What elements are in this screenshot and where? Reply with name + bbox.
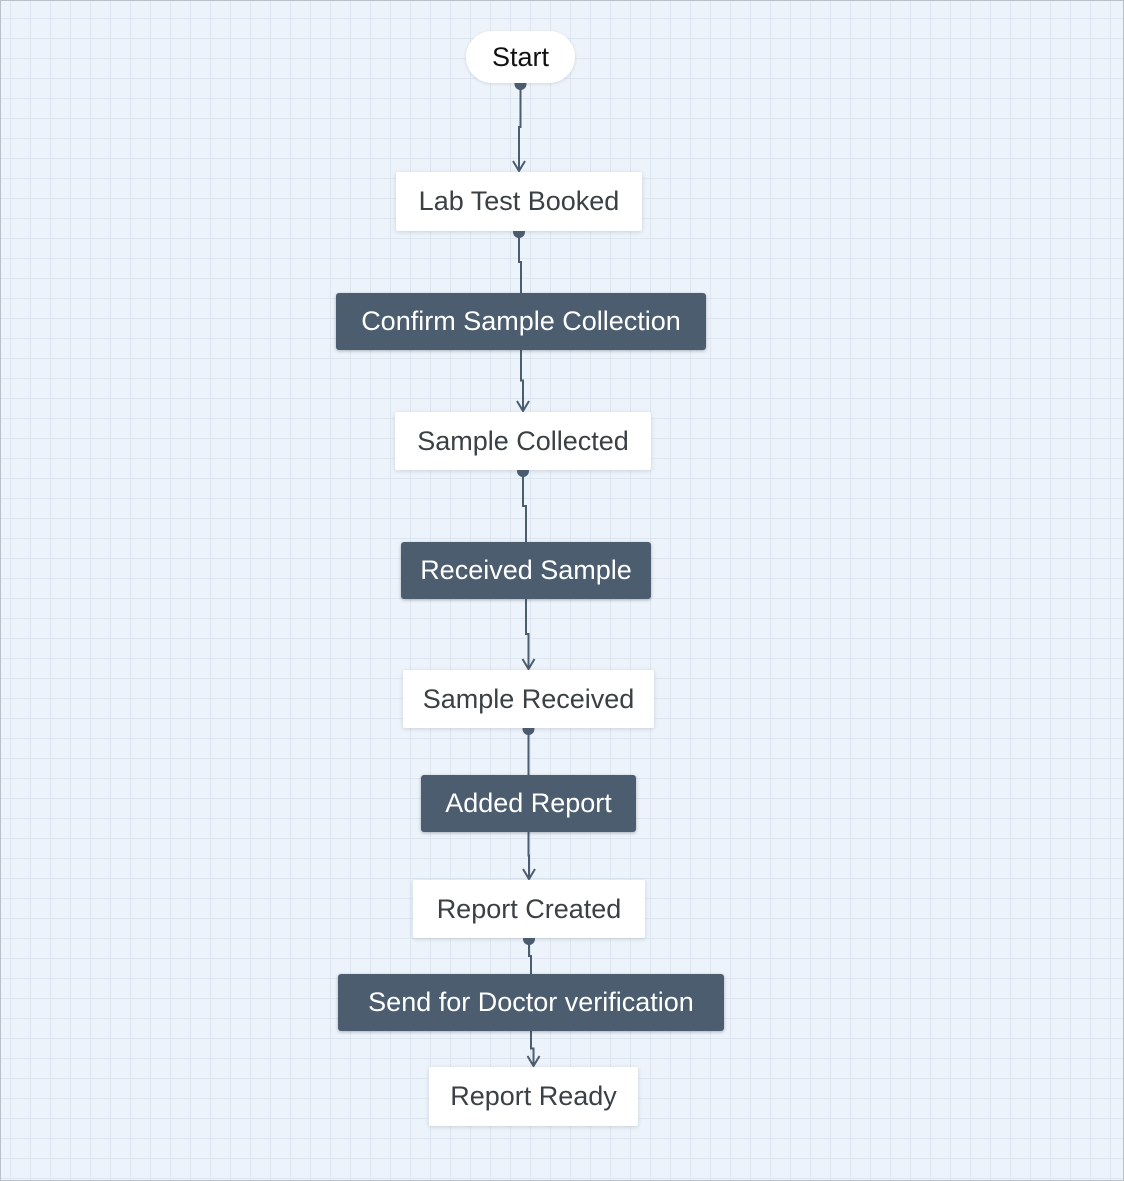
state-report-created[interactable]: Report Created [413,880,645,938]
action-received-sample[interactable]: Received Sample [401,542,651,599]
edge-line [518,231,522,293]
start-node[interactable]: Start [466,31,575,83]
state-lab-test-booked[interactable]: Lab Test Booked [396,172,642,231]
node-label: Send for Doctor verification [368,987,694,1017]
edge-start-to-lab-test-booked [512,78,527,173]
edge-received-sample-to-sample-received [521,599,536,671]
node-label: Report Created [436,893,622,924]
edge-send-for-doctor-verification-to-report-ready [526,1031,541,1068]
action-added-report[interactable]: Added Report [421,775,636,832]
node-label: Confirm Sample Collection [361,306,681,336]
edge-added-report-to-report-created [522,832,536,881]
edge-arrowhead [526,1055,541,1068]
edge-sample-received-to-added-report [522,723,535,775]
node-label: Lab Test Booked [418,186,620,216]
edge-arrowhead [522,868,536,881]
edge-arrowhead [521,658,536,671]
state-report-ready[interactable]: Report Ready [429,1067,638,1126]
edge-sample-collected-to-received-sample [517,465,529,542]
edge-lab-test-booked-to-confirm-sample-collection [513,226,525,293]
node-label: Sample Collected [417,425,629,456]
action-confirm-sample-collection[interactable]: Confirm Sample Collection [336,293,706,350]
edge-line [520,350,524,411]
edge-line [525,599,530,669]
node-label: Start [491,41,550,72]
action-send-for-doctor-verification[interactable]: Send for Doctor verification [338,974,724,1031]
edge-line [527,832,530,879]
edge-confirm-sample-collection-to-sample-collected [516,350,530,413]
edge-line [528,938,532,974]
edge-line [518,83,522,171]
state-sample-received[interactable]: Sample Received [403,670,654,728]
edge-arrowhead [512,160,526,173]
node-label: Sample Received [422,683,635,714]
node-label: Added Report [445,788,612,818]
edge-report-created-to-send-for-doctor-verification [523,933,535,974]
node-label: Received Sample [420,555,632,585]
state-sample-collected[interactable]: Sample Collected [395,412,651,470]
edge-line [530,1031,535,1066]
edge-arrowhead [516,400,530,413]
node-label: Report Ready [450,1081,617,1111]
edge-line [522,470,527,542]
